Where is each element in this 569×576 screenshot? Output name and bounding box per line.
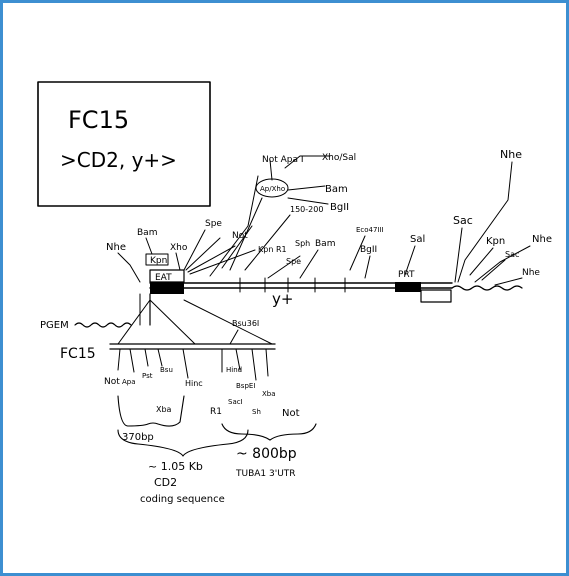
pgem-wave	[75, 323, 131, 327]
expand-mid	[150, 300, 195, 344]
label-sph: Sph	[295, 239, 310, 248]
label-xho-left: Xho	[170, 243, 188, 253]
label-nhe-right1: Nhe	[500, 148, 522, 161]
label-apa-low: Apa	[122, 378, 136, 386]
label-nhe-right2: Nhe	[532, 234, 552, 245]
label-hind: Hind	[226, 366, 242, 374]
label-bsu-low: Bsu	[160, 366, 173, 374]
title-construct-insert: >CD2, y+>	[60, 148, 177, 172]
label-hinc: Hinc	[185, 379, 203, 388]
insert-site-leaders	[118, 349, 268, 380]
label-eat: EAT	[155, 273, 172, 283]
label-ap-xho: Ap/Xho	[260, 185, 285, 193]
label-pgem: PGEM	[40, 320, 69, 331]
label-xba2: Xba	[262, 390, 276, 398]
label-fc15: FC15	[60, 346, 96, 362]
label-nhe-far: Nhe	[522, 268, 540, 278]
label-sh-low: Sh	[252, 408, 261, 416]
label-800bp: ~ 800bp	[236, 446, 297, 462]
label-pst: Pst	[142, 372, 153, 380]
label-bam-left: Bam	[137, 228, 157, 238]
label-coding-sequence: coding sequence	[140, 494, 225, 505]
label-xho-sal: Xho/Sal	[322, 153, 356, 163]
label-not-apa: Not Apa I	[262, 155, 304, 165]
label-bgl-mid: BgII	[360, 245, 377, 255]
label-bspei: BspEI	[236, 382, 255, 390]
label-bam-mid: Bam	[315, 239, 335, 249]
prt-block	[395, 282, 421, 292]
label-1-05kb: ~ 1.05 Kb	[148, 460, 203, 473]
right-box	[421, 290, 451, 302]
label-not-low2: Not	[282, 408, 300, 419]
bracket-370bp	[118, 396, 184, 426]
label-sal-right: Sal	[410, 234, 425, 245]
label-not-low: Not	[104, 377, 120, 387]
label-eco47iii: Eco47III	[356, 226, 384, 234]
expand-left	[118, 300, 150, 344]
bracket-800bp	[222, 424, 316, 440]
label-y-plus: y+	[272, 290, 293, 308]
label-bam-top: Bam	[325, 184, 348, 195]
title-construct-name: FC15	[68, 106, 129, 134]
label-bsu36i: Bsu36I	[232, 319, 259, 328]
label-sac1-low: SacI	[228, 398, 243, 406]
label-cd2: CD2	[154, 476, 177, 489]
label-xba: Xba	[156, 405, 172, 414]
label-kpn-right: Kpn	[486, 236, 505, 247]
label-spe-top: Spe	[205, 219, 222, 229]
label-tuba1-utr: TUBA1 3'UTR	[235, 469, 296, 479]
label-nhe-left: Nhe	[106, 242, 126, 253]
label-bgl-top: BgII	[330, 202, 349, 213]
label-150-200: 150-200	[290, 205, 323, 214]
label-sac-right: Sac	[453, 214, 473, 227]
bsu-leader	[230, 330, 238, 344]
title-box	[38, 82, 210, 206]
eat-block	[150, 282, 184, 294]
label-r1-low: R1	[210, 407, 222, 417]
vector-wave-right	[452, 286, 522, 290]
